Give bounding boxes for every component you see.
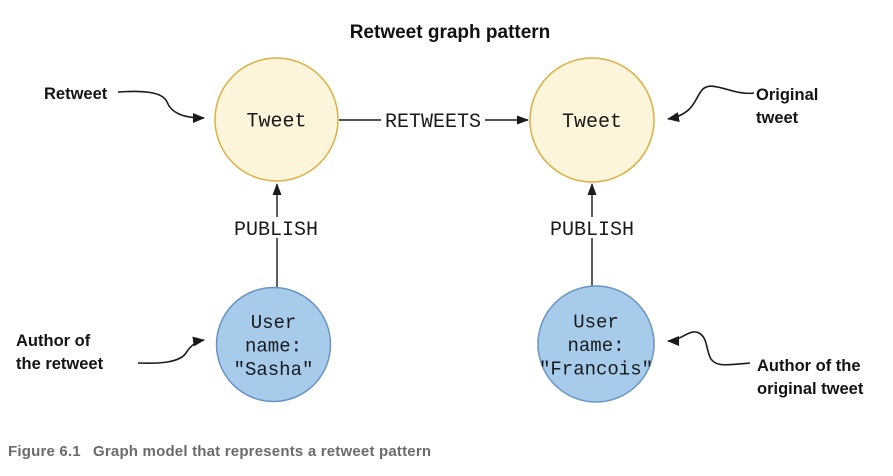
publish-left-label-bg (230, 217, 323, 238)
retweet-annotation-label: Retweet (44, 85, 108, 103)
original-tweet-node-label: Tweet (562, 111, 622, 134)
author-retweet-annotation-arrow (137, 336, 205, 365)
retweets-edge-label-bg (381, 109, 485, 130)
author-original-annotation-line-2: original tweet (757, 380, 864, 398)
original-tweet-node (529, 57, 655, 183)
original-tweet-annotation-line-1: Original (756, 86, 818, 104)
publish-right-label-bg (545, 217, 638, 238)
retweet-annotation-arrow (117, 90, 205, 123)
publish-right-edge-label: PUBLISH (550, 219, 634, 242)
retweets-edge-label: RETWEETS (385, 111, 481, 134)
figure-number-label: Figure 6.1 (8, 443, 81, 460)
retweet-author-node (215, 286, 332, 403)
original-author-line-2: name: (567, 335, 624, 357)
retweet-author-line-3: "Sasha" (234, 359, 314, 381)
diagram-title: Retweet graph pattern (350, 22, 551, 43)
figure-caption-text: Graph model that represents a retweet pa… (93, 443, 431, 460)
original-tweet-annotation-line-2: tweet (756, 109, 799, 127)
original-author-line-1: User (573, 312, 619, 334)
author-original-annotation-arrow (667, 331, 751, 366)
author-retweet-annotation-line-1: Author of (16, 332, 91, 350)
retweet-author-line-2: name: (245, 336, 302, 358)
retweet-tweet-node (214, 57, 339, 182)
original-author-line-3: "Francois" (539, 359, 653, 381)
original-author-node (537, 285, 655, 403)
publish-left-edge-label: PUBLISH (234, 219, 318, 242)
original-tweet-annotation-arrow (667, 85, 755, 122)
author-retweet-annotation-line-2: the retweet (16, 355, 104, 373)
retweet-author-line-1: User (251, 312, 297, 334)
retweet-tweet-node-label: Tweet (246, 111, 306, 134)
author-original-annotation-line-1: Author of the (757, 357, 861, 375)
